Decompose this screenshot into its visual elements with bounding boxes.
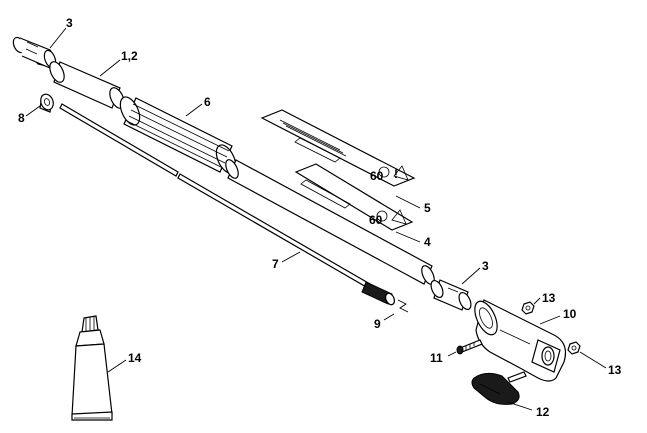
callout-14: 14: [128, 351, 142, 365]
callout-12: 12: [536, 405, 550, 419]
part-11-screw: [456, 339, 483, 355]
part-14-grease-tube: [71, 315, 113, 421]
part-1-2-tube: [49, 61, 125, 109]
decal-4-mark: 60: [369, 213, 383, 227]
part-4-decal: 60: [294, 163, 414, 231]
callout-6: 6: [204, 95, 211, 109]
part-6-grip: [119, 96, 237, 174]
part-5-decal: ! 60: [260, 109, 416, 187]
decal-5-warning: !: [394, 167, 398, 181]
leader-13a: [533, 297, 541, 305]
callout-13-top: 13: [542, 291, 556, 305]
leader-3a: [49, 27, 67, 49]
callout-7: 7: [272, 257, 279, 271]
callout-13-right: 13: [608, 363, 622, 377]
callout-1-2: 1,2: [121, 49, 138, 63]
part-7-drive-shaft: [59, 103, 396, 306]
leader-7: [281, 251, 301, 263]
callout-11: 11: [430, 351, 443, 365]
part-13-nut-right: [567, 341, 581, 355]
callout-9: 9: [374, 317, 381, 331]
leader-4: [395, 231, 421, 243]
leader-11: [447, 351, 457, 357]
callout-8: 8: [18, 111, 25, 125]
callout-4: 4: [424, 235, 431, 249]
part-8-bushing: [39, 93, 54, 113]
leader-3b: [461, 267, 481, 285]
leader-13b: [579, 351, 607, 369]
callout-10: 10: [563, 307, 577, 321]
callout-5: 5: [424, 201, 431, 215]
leader-10: [539, 315, 561, 325]
leader-14: [107, 359, 127, 373]
part-12-wing-knob: [471, 371, 527, 405]
main-tube: [225, 159, 435, 285]
part-10-housing: [474, 299, 567, 382]
leader-1-2: [99, 59, 121, 77]
part-13-nut-top: [521, 301, 535, 315]
leader-12: [507, 401, 533, 411]
leader-8: [25, 105, 41, 117]
callout-3-bottom: 3: [482, 259, 489, 273]
callout-3-top: 3: [66, 16, 73, 30]
leader-6: [185, 103, 203, 117]
leader-9: [383, 313, 395, 321]
part-3-end-cap-bottom: [430, 279, 472, 311]
leader-5: [395, 195, 421, 209]
part-9-clip: [397, 299, 409, 313]
decal-5-mark: 60: [370, 169, 384, 183]
